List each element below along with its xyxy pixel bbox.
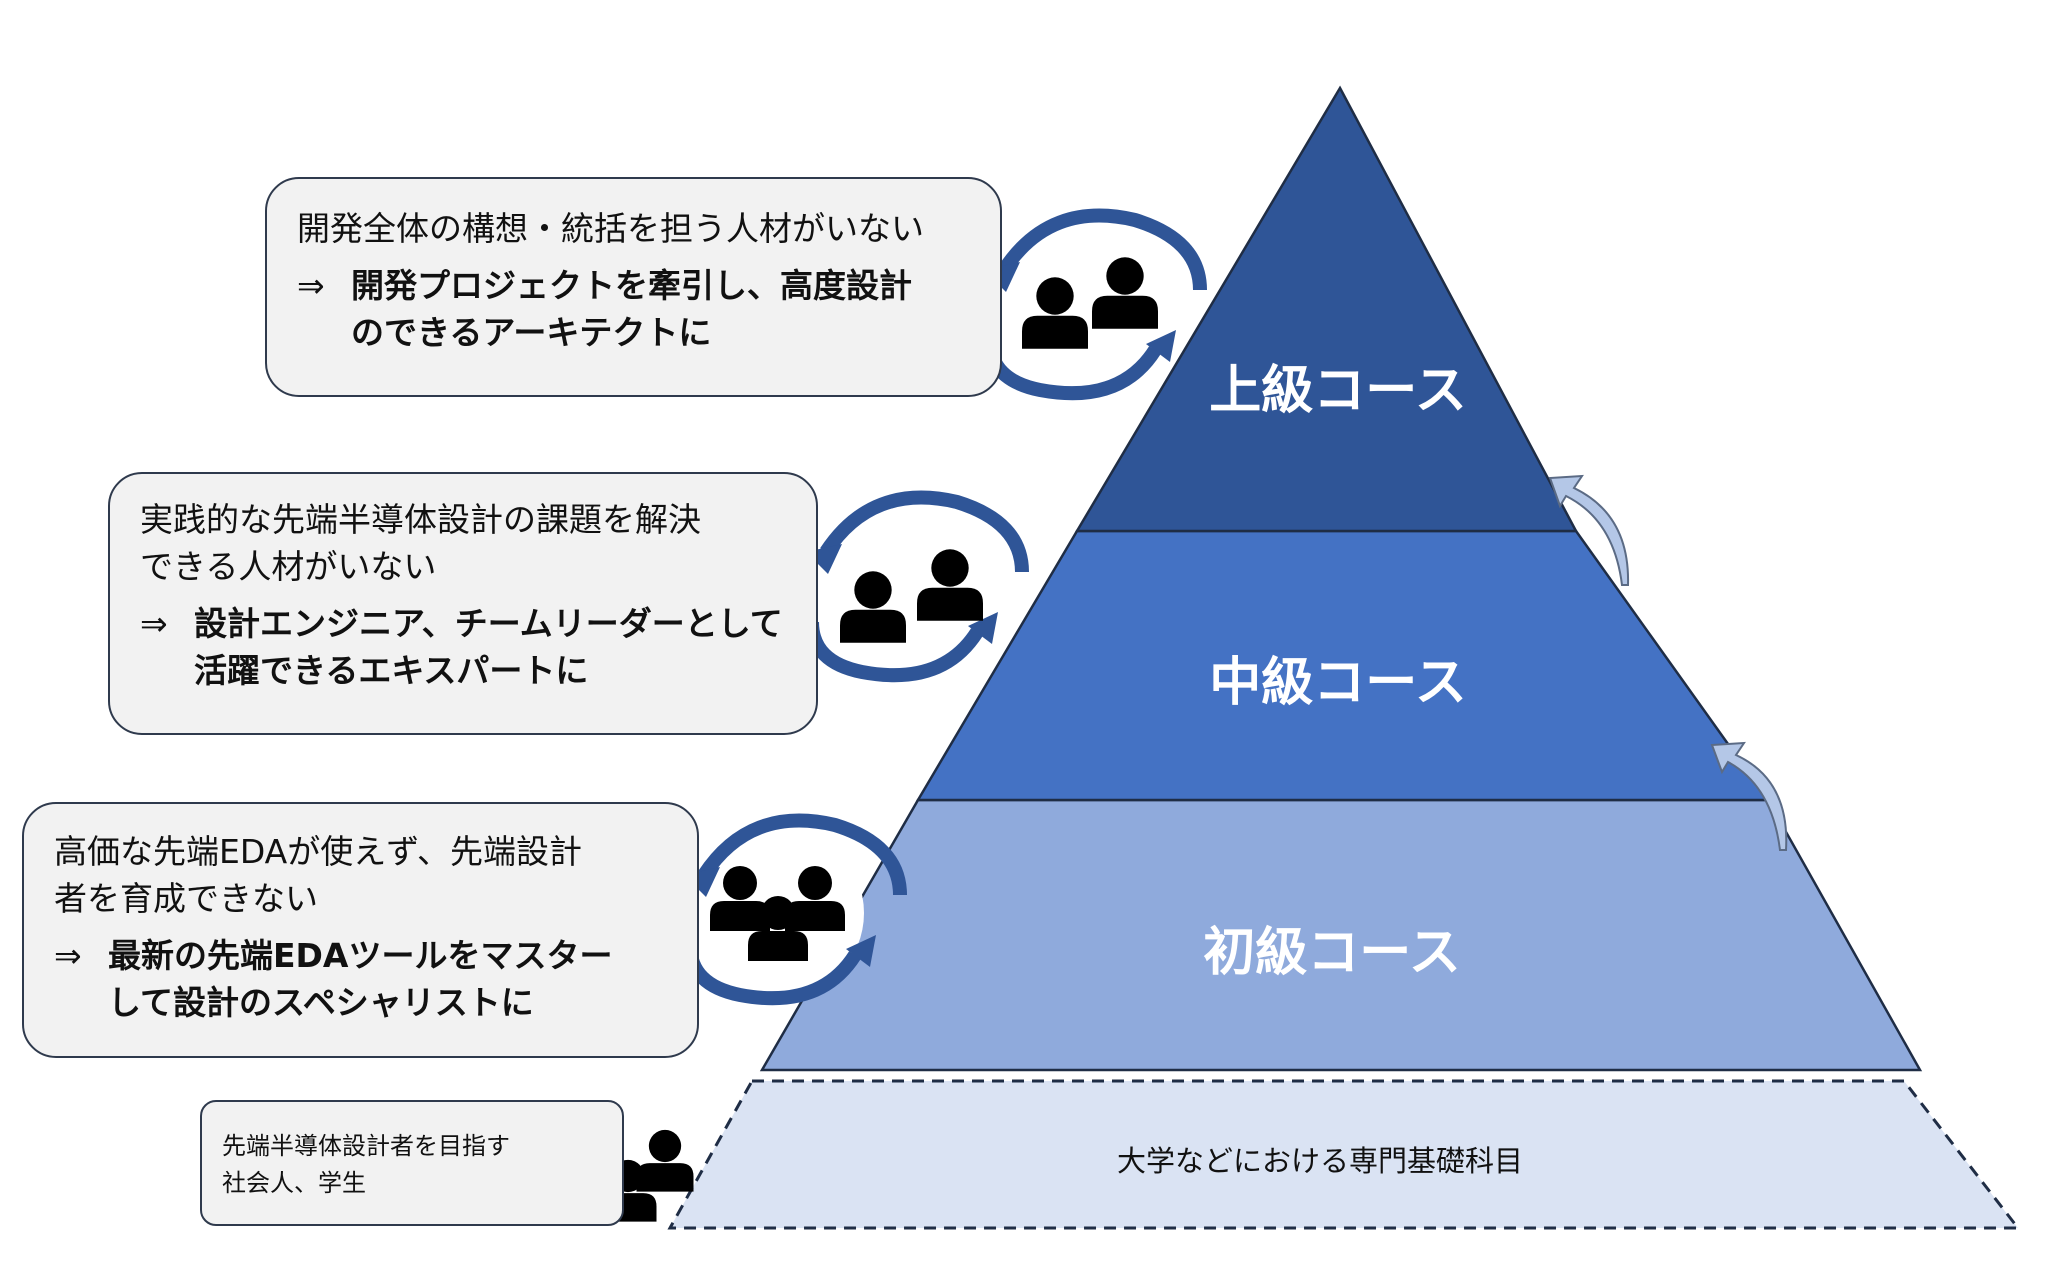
upper-course-label: 上級コース: [1209, 361, 1467, 421]
problem-line-1: 高価な先端EDAが使えず、先端設計: [54, 832, 582, 871]
problem-text: 開発全体の構想・統括を担う人材がいない: [297, 209, 924, 248]
callout-lower: 高価な先端EDAが使えず、先端設計 者を育成できない ⇒ 最新の先端EDAツール…: [22, 802, 699, 1058]
audience-line-2: 社会人、学生: [222, 1169, 366, 1197]
implies-arrow: ⇒: [297, 266, 325, 305]
goal-line-2: のできるアーキテクトに: [351, 313, 712, 352]
goal-line-1: 最新の先端EDAツールをマスター: [108, 936, 613, 975]
base-tier-label: 大学などにおける専門基礎科目: [1116, 1144, 1523, 1178]
problem-line-2: 者を育成できない: [54, 879, 318, 918]
problem-text: 高価な先端EDAが使えず、先端設計 者を育成できない: [54, 828, 677, 922]
implies-arrow: ⇒: [140, 604, 168, 643]
implies-arrow: ⇒: [54, 936, 82, 975]
upper-tier: [1074, 85, 1579, 533]
cycle-arrow-icon: [805, 490, 1029, 683]
problem-text: 実践的な先端半導体設計の課題を解決 できる人材がいない: [140, 496, 796, 590]
goal-text: ⇒ 最新の先端EDAツールをマスター して設計のスペシャリストに: [54, 932, 677, 1026]
goal-text: ⇒ 開発プロジェクトを牽引し、高度設計 のできるアーキテクトに: [297, 262, 972, 356]
audience-line-1: 先端半導体設計者を目指す: [222, 1132, 510, 1160]
base-tier: [667, 1079, 2022, 1230]
middle-course-label: 中級コース: [1209, 653, 1467, 713]
problem-line-2: できる人材がいない: [140, 547, 437, 586]
goal-line-2: して設計のスペシャリストに: [108, 983, 534, 1022]
goal-line-1: 設計エンジニア、チームリーダーとして: [194, 604, 783, 643]
level-up-arrow-icon: [1710, 741, 1788, 851]
goal-line-1: 開発プロジェクトを牽引し、高度設計: [351, 266, 912, 305]
goal-text: ⇒ 設計エンジニア、チームリーダーとして 活躍できるエキスパートに: [140, 600, 796, 694]
callout-upper: 開発全体の構想・統括を担う人材がいない ⇒ 開発プロジェクトを牽引し、高度設計 …: [265, 177, 1002, 397]
audience-box: 先端半導体設計者を目指す 社会人、学生: [200, 1100, 624, 1226]
level-up-arrow-icon: [1548, 474, 1630, 586]
problem-line-1: 実践的な先端半導体設計の課題を解決: [140, 500, 701, 539]
lower-course-label: 初級コース: [1203, 923, 1461, 983]
callout-middle: 実践的な先端半導体設計の課題を解決 できる人材がいない ⇒ 設計エンジニア、チー…: [108, 472, 818, 735]
goal-line-2: 活躍できるエキスパートに: [194, 651, 589, 690]
